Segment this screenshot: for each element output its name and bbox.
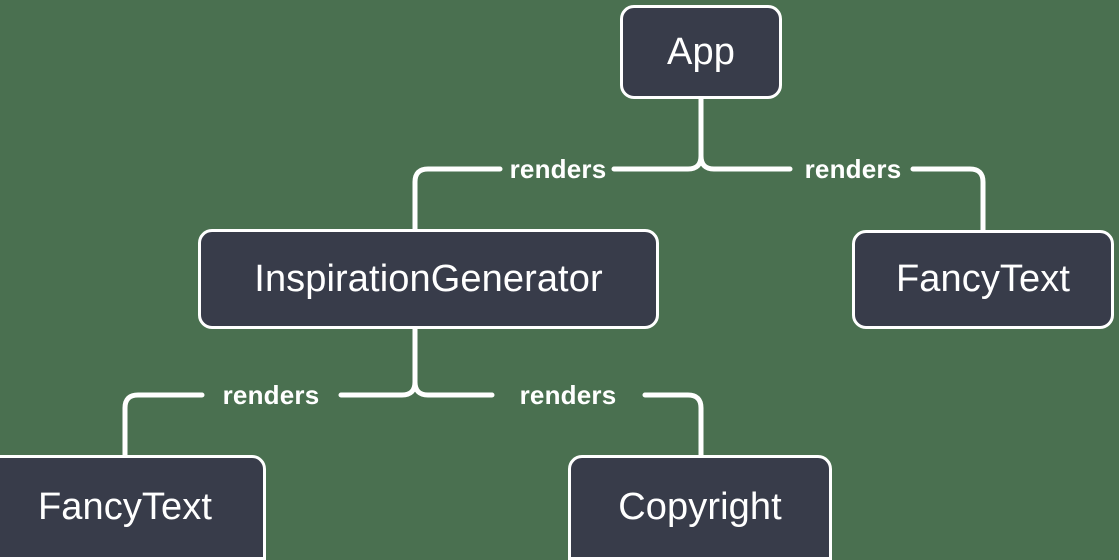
node-copyright-label: Copyright xyxy=(618,486,782,528)
edge-label-app-fancytext-right: renders xyxy=(804,154,902,184)
node-app[interactable]: App xyxy=(620,5,782,99)
edge-inspiration-split-left xyxy=(338,379,418,398)
edge-label-inspiration-copyright: renders xyxy=(519,380,617,410)
edge-label-inspiration-fancytext: renders xyxy=(222,380,320,410)
node-inspiration-generator[interactable]: InspirationGenerator xyxy=(198,229,659,329)
edge-label-app-inspiration: renders xyxy=(509,154,607,184)
node-inspiration-generator-label: InspirationGenerator xyxy=(254,257,603,300)
edge-app-fancytext-right xyxy=(910,166,986,233)
edge-app-split-right xyxy=(698,153,793,172)
node-fancytext-right[interactable]: FancyText xyxy=(852,230,1114,329)
node-fancytext-bottom[interactable]: FancyText xyxy=(0,455,266,560)
node-fancytext-bottom-label: FancyText xyxy=(37,486,213,528)
node-fancytext-right-label: FancyText xyxy=(895,258,1071,300)
edge-inspiration-fancytext xyxy=(122,392,205,458)
edge-app-split-left xyxy=(611,153,704,172)
edge-inspiration-split-right xyxy=(412,379,495,398)
edge-app-inspiration xyxy=(412,166,503,232)
node-copyright[interactable]: Copyright xyxy=(568,455,832,560)
edge-inspiration-copyright xyxy=(642,392,704,458)
node-app-label: App xyxy=(667,30,735,73)
